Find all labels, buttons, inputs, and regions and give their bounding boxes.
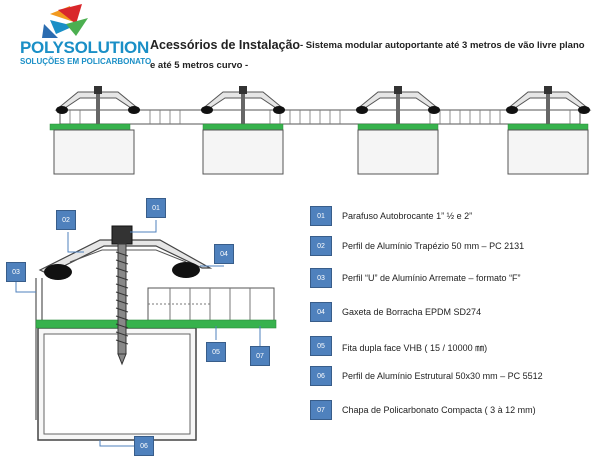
polysolution-logo: [14, 4, 144, 74]
overview-connector-2: [199, 86, 287, 175]
page-title: Acessórios de Instalação: [150, 38, 301, 52]
brand-tagline: SOLUÇÕES EM POLICARBONATO: [20, 57, 152, 66]
overview-connector-1: [49, 86, 142, 175]
page-subtitle-line1: - Sistema modular autoportante até 3 met…: [300, 40, 585, 51]
detail-screw-shaft: [117, 243, 127, 355]
page-subtitle-line2: e até 5 metros curvo -: [150, 60, 249, 71]
legend-badge-07: 07: [310, 400, 332, 420]
brand-name: POLYSOLUTION: [20, 38, 149, 57]
callout-badge-07: 07: [250, 346, 270, 366]
legend-badge-06: 06: [310, 366, 332, 386]
callout-badge-02: 02: [56, 210, 76, 230]
callout-leaders: [15, 220, 261, 447]
legend-badge-02: 02: [310, 236, 332, 256]
legend-badge-04: 04: [310, 302, 332, 322]
legend-text-02: Perfil de Alumínio Trapézio 50 mm – PC 2…: [342, 241, 525, 251]
legend-text-01: Parafuso Autobrocante 1” ½ e 2”: [342, 211, 473, 221]
legend-badge-03: 03: [310, 268, 332, 288]
detail-polycarbonate-sheet: [147, 287, 275, 325]
detail-assembly: [35, 225, 277, 441]
callout-badge-05: 05: [206, 342, 226, 362]
legend-text-04: Gaxeta de Borracha EPDM SD274: [342, 307, 482, 317]
legend-badge-01: 01: [310, 206, 332, 226]
callout-badge-04: 04: [214, 244, 234, 264]
callout-badge-01: 01: [146, 198, 166, 218]
callout-badge-03: 03: [6, 262, 26, 282]
overview-assembly: [59, 109, 581, 125]
legend-badge-05: 05: [310, 336, 332, 356]
detail-screw-head: [111, 225, 133, 245]
legend-text-07: Chapa de Policarbonato Compacta ( 3 à 12…: [342, 405, 536, 415]
legend-text-05: Fita dupla face VHB ( 15 / 10000 ㎜): [342, 343, 488, 353]
legend-text-06: Perfil de Alumínio Estrutural 50x30 mm –…: [342, 371, 543, 381]
detail-vhb-tape: [35, 319, 277, 329]
logo-fan-icon: [42, 4, 88, 38]
detail-gasket-right: [172, 262, 200, 278]
overview-connector-4: [504, 86, 592, 175]
detail-gasket-left: [44, 264, 72, 280]
overview-connector-3: [354, 86, 442, 175]
callout-badge-06: 06: [134, 436, 154, 456]
legend-text-03: Perfil “U” de Alumínio Arremate – format…: [342, 273, 521, 283]
